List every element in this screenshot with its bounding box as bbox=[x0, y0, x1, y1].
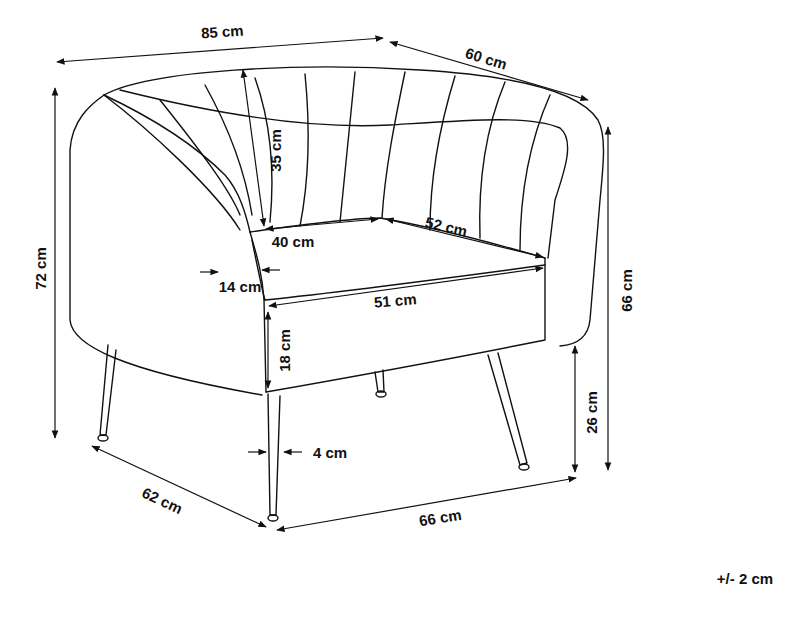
dimension-label: 51 cm bbox=[371, 290, 419, 311]
dimension-label: 66 cm bbox=[617, 267, 634, 314]
dimension-label: 18 cm bbox=[275, 327, 292, 374]
dimension-label: 4 cm bbox=[311, 444, 349, 461]
dimension-label: 35 cm bbox=[266, 127, 283, 174]
dimension-label: 40 cm bbox=[270, 233, 317, 250]
dimension-label: 52 cm bbox=[421, 212, 470, 239]
tolerance-note: +/- 2 cm bbox=[715, 570, 775, 587]
dimension-label: 26 cm bbox=[582, 389, 599, 436]
dimension-label: 14 cm bbox=[217, 278, 264, 295]
dimension-label: 62 cm bbox=[137, 482, 186, 517]
dimension-label: 66 cm bbox=[416, 505, 465, 529]
dimension-label: 60 cm bbox=[461, 43, 510, 73]
dimension-label: 85 cm bbox=[198, 21, 246, 41]
dimension-label: 72 cm bbox=[31, 245, 48, 292]
